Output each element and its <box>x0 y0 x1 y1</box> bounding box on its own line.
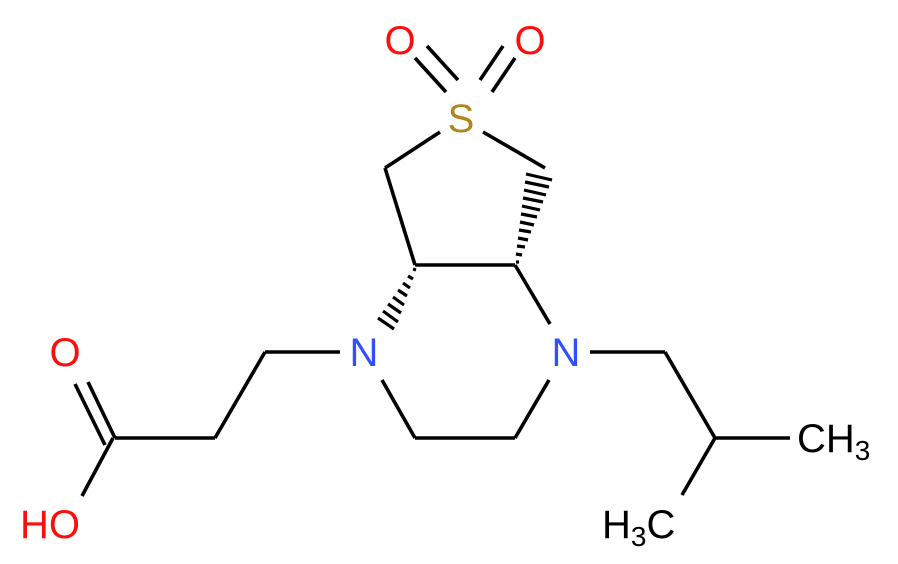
carbonyl-double-bond <box>73 381 117 446</box>
atom-oxygen-sulfone-right: O <box>514 19 545 63</box>
atom-hydroxyl: HO <box>20 503 80 547</box>
atom-sulfur: S <box>448 97 475 141</box>
bond-n-left-ch2 <box>380 379 417 439</box>
methyl-right-ch: CH <box>797 417 855 461</box>
methyl-right-subscript: 3 <box>855 435 871 466</box>
methyl-left-c: C <box>646 503 675 547</box>
bond-c7a-n-right <box>513 264 552 325</box>
bond-s-ch2-left <box>384 130 441 170</box>
atom-oxygen-sulfone-left: O <box>384 19 415 63</box>
bond-isobutyl-methyl-left <box>680 437 717 496</box>
hashed-wedge-bond-left <box>377 267 417 331</box>
sulfone-double-bond-left <box>413 44 460 94</box>
sulfone-double-bond-right <box>478 44 517 94</box>
atom-nitrogen-right: N <box>552 331 581 375</box>
atom-methyl-left: H3C <box>602 503 675 552</box>
methyl-left-h: H <box>602 503 631 547</box>
bond-ch2-n-right <box>513 379 551 439</box>
bond-s-ch2-right <box>482 130 546 170</box>
atom-oxygen-carbonyl: O <box>49 331 80 375</box>
bond-ch2-left-c3a <box>383 167 417 266</box>
hashed-wedge-bond-right <box>515 172 553 264</box>
bond-c-oh <box>80 437 115 497</box>
atom-nitrogen-left: N <box>350 331 379 375</box>
bond-chain-1 <box>213 351 267 439</box>
bond-isobutyl-1 <box>663 351 717 439</box>
methyl-left-subscript: 3 <box>631 521 647 552</box>
atom-methyl-right: CH3 <box>797 417 870 466</box>
